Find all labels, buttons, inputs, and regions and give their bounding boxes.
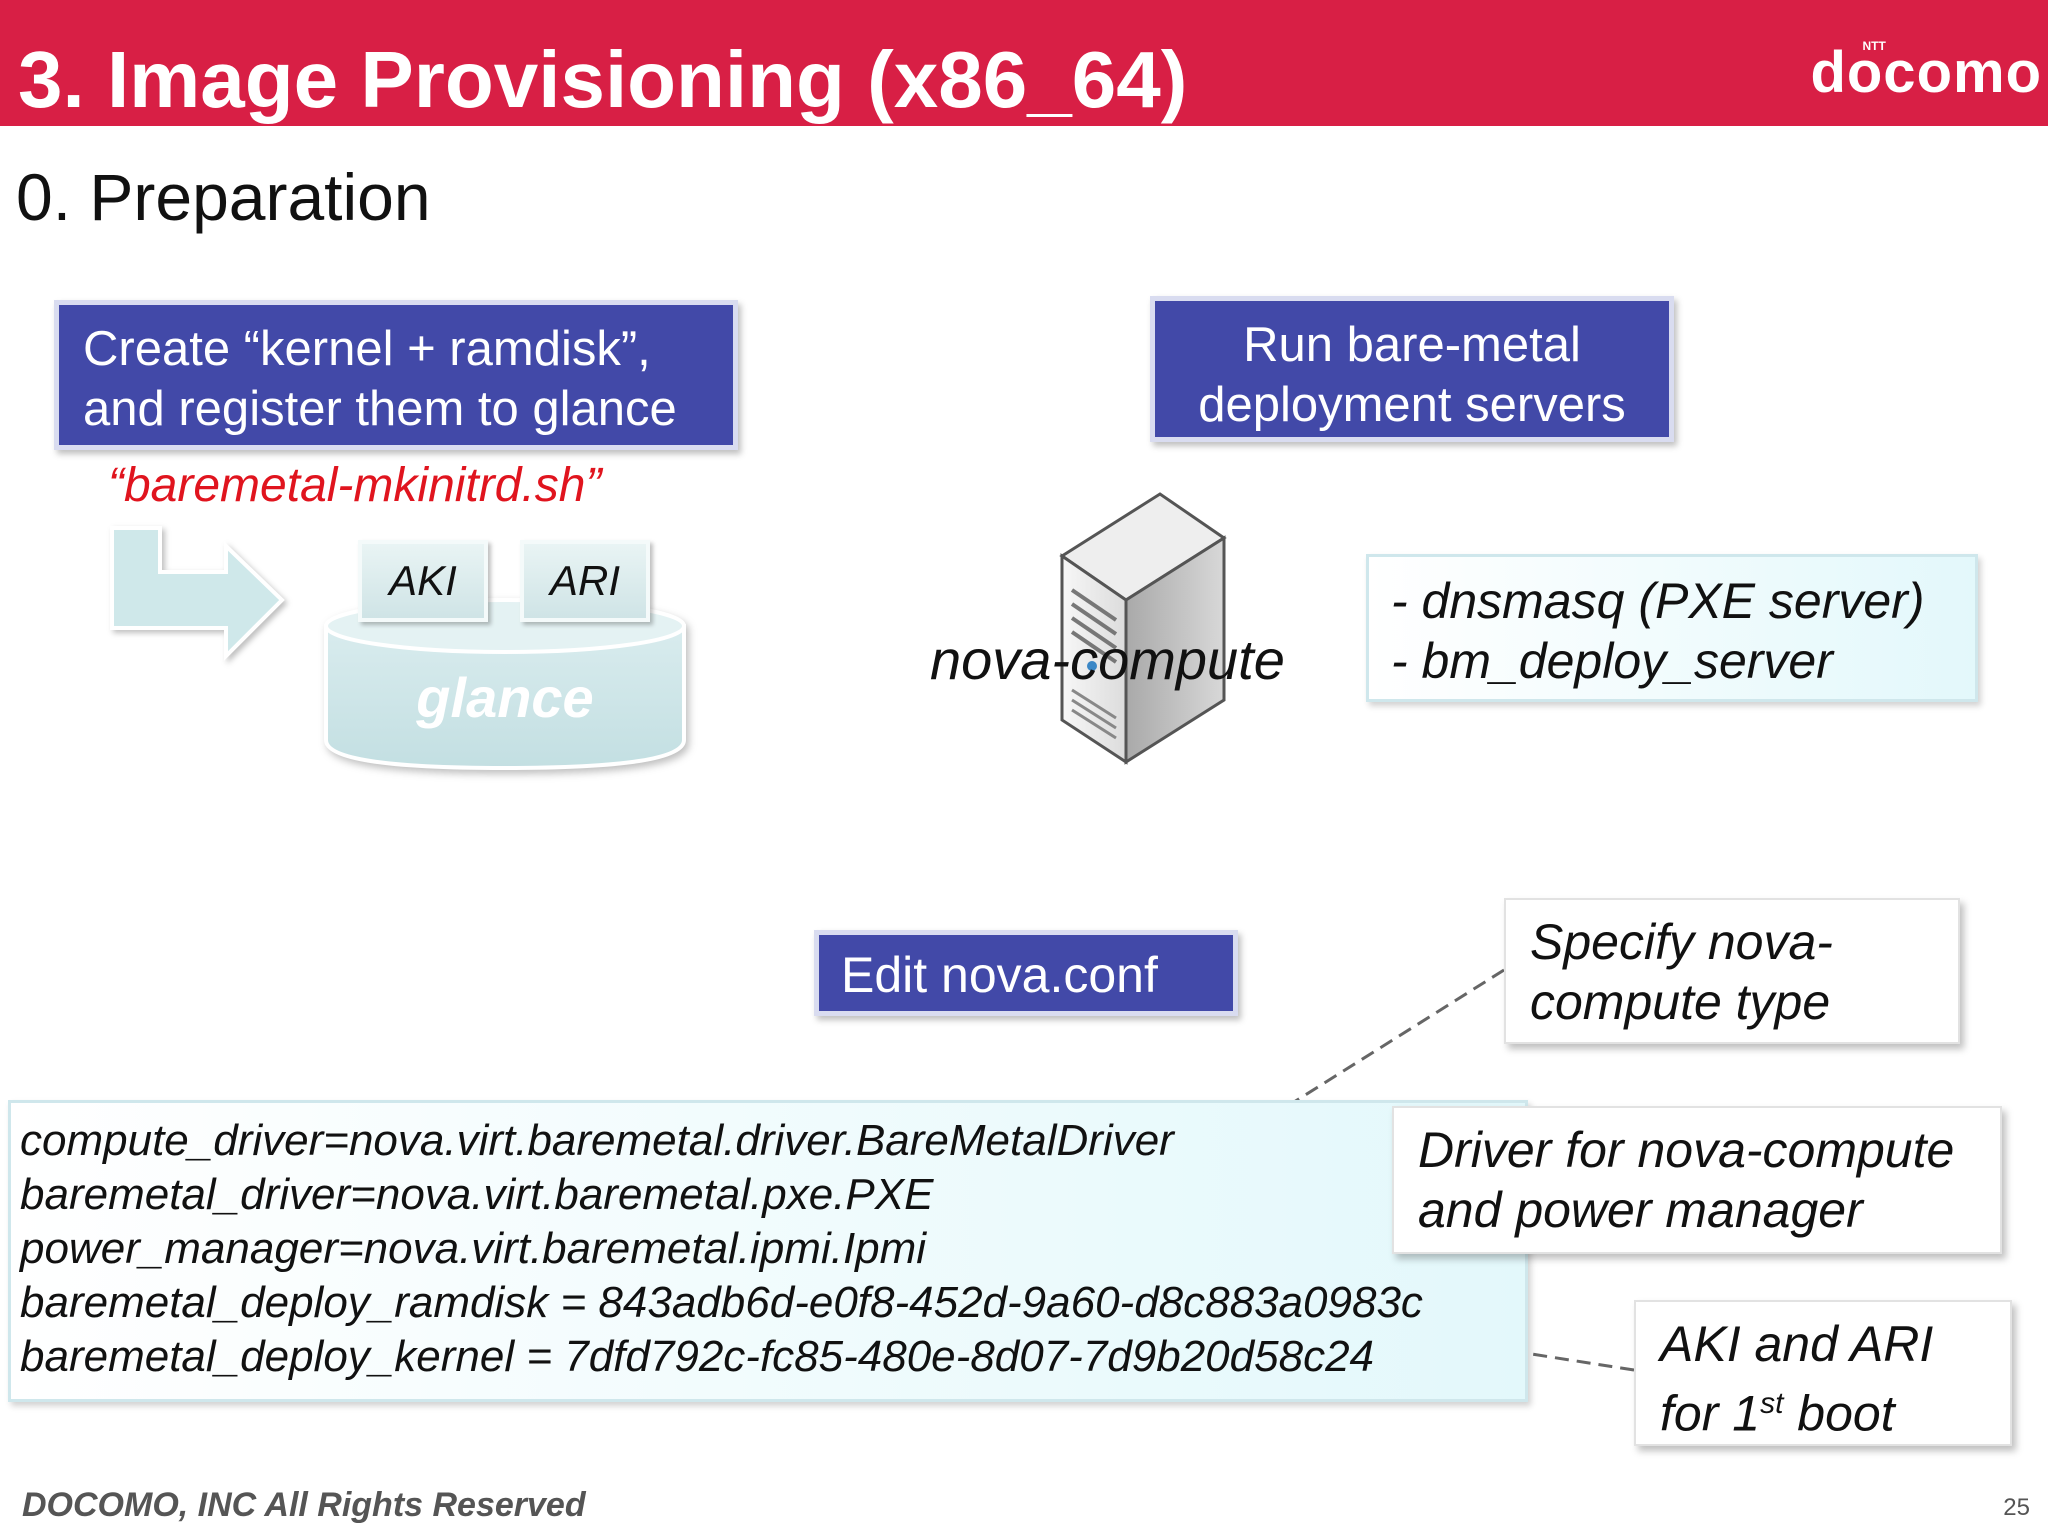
docomo-logo: NTT docomo (1810, 40, 2042, 102)
note-aki-line2: for 1st boot (1660, 1374, 2010, 1444)
edit-nova-conf-box: Edit nova.conf (814, 930, 1238, 1016)
section-subtitle: 0. Preparation (16, 160, 431, 234)
logo-text: docomo (1810, 40, 2042, 105)
config-line: baremetal_deploy_kernel = 7dfd792c-fc85-… (20, 1332, 1375, 1381)
bent-arrow-icon (110, 526, 285, 661)
server-tower-icon (1059, 492, 1227, 765)
note-aki-sup: st (1760, 1387, 1784, 1420)
header-bar: 3. Image Provisioning (x86_64) NTT docom… (0, 0, 2048, 126)
nova-compute-label: nova-compute (930, 628, 1285, 691)
config-line: baremetal_driver=nova.virt.baremetal.pxe… (20, 1170, 934, 1219)
note-aki-line1: AKI and ARI (1660, 1316, 1934, 1372)
create-box-line1: Create “kernel + ramdisk”, (83, 322, 651, 376)
ari-tab: ARI (520, 540, 650, 622)
config-line: power_manager=nova.virt.baremetal.ipmi.I… (20, 1224, 927, 1273)
footer-copyright: DOCOMO, INC All Rights Reserved (22, 1486, 586, 1524)
note-driver-line1: Driver for nova-compute (1418, 1122, 1955, 1178)
note-driver: Driver for nova-compute and power manage… (1392, 1106, 2002, 1254)
glance-label: glance (416, 666, 594, 729)
note-aki-line2-prefix: for 1 (1660, 1385, 1761, 1442)
create-kernel-box: Create “kernel + ramdisk”, and register … (54, 300, 738, 450)
script-name: “baremetal-mkinitrd.sh” (108, 459, 602, 512)
note-specify-type: Specify nova- compute type (1504, 898, 1960, 1044)
page-number: 25 (2003, 1494, 2030, 1521)
run-box-line1: Run bare-metal (1243, 318, 1581, 372)
note-specify-line1: Specify nova- (1530, 914, 1833, 970)
config-line: baremetal_deploy_ramdisk = 843adb6d-e0f8… (20, 1278, 1423, 1327)
list-item-dnsmasq: - dnsmasq (PXE server) (1391, 573, 1925, 629)
run-box-line2: deployment servers (1198, 378, 1626, 432)
note-aki-line2-suffix: boot (1783, 1385, 1895, 1442)
note-specify-line2: compute type (1530, 974, 1831, 1030)
slide-title: 3. Image Provisioning (x86_64) (18, 35, 1188, 124)
nova-conf-settings: compute_driver=nova.virt.baremetal.drive… (20, 1114, 1423, 1384)
deploy-servers-list: - dnsmasq (PXE server) - bm_deploy_serve… (1366, 554, 1978, 702)
logo-superscript: NTT (1862, 39, 1886, 53)
create-box-line2: and register them to glance (83, 382, 677, 436)
aki-tab: AKI (358, 540, 488, 622)
note-aki-ari-boot: AKI and ARI for 1st boot (1634, 1300, 2012, 1446)
list-item-bm-deploy: - bm_deploy_server (1391, 633, 1833, 689)
note-driver-line2: and power manager (1418, 1182, 1863, 1238)
run-baremetal-box: Run bare-metal deployment servers (1150, 296, 1674, 442)
nova-conf-settings-box (8, 1100, 1528, 1402)
config-line: compute_driver=nova.virt.baremetal.drive… (20, 1116, 1174, 1165)
